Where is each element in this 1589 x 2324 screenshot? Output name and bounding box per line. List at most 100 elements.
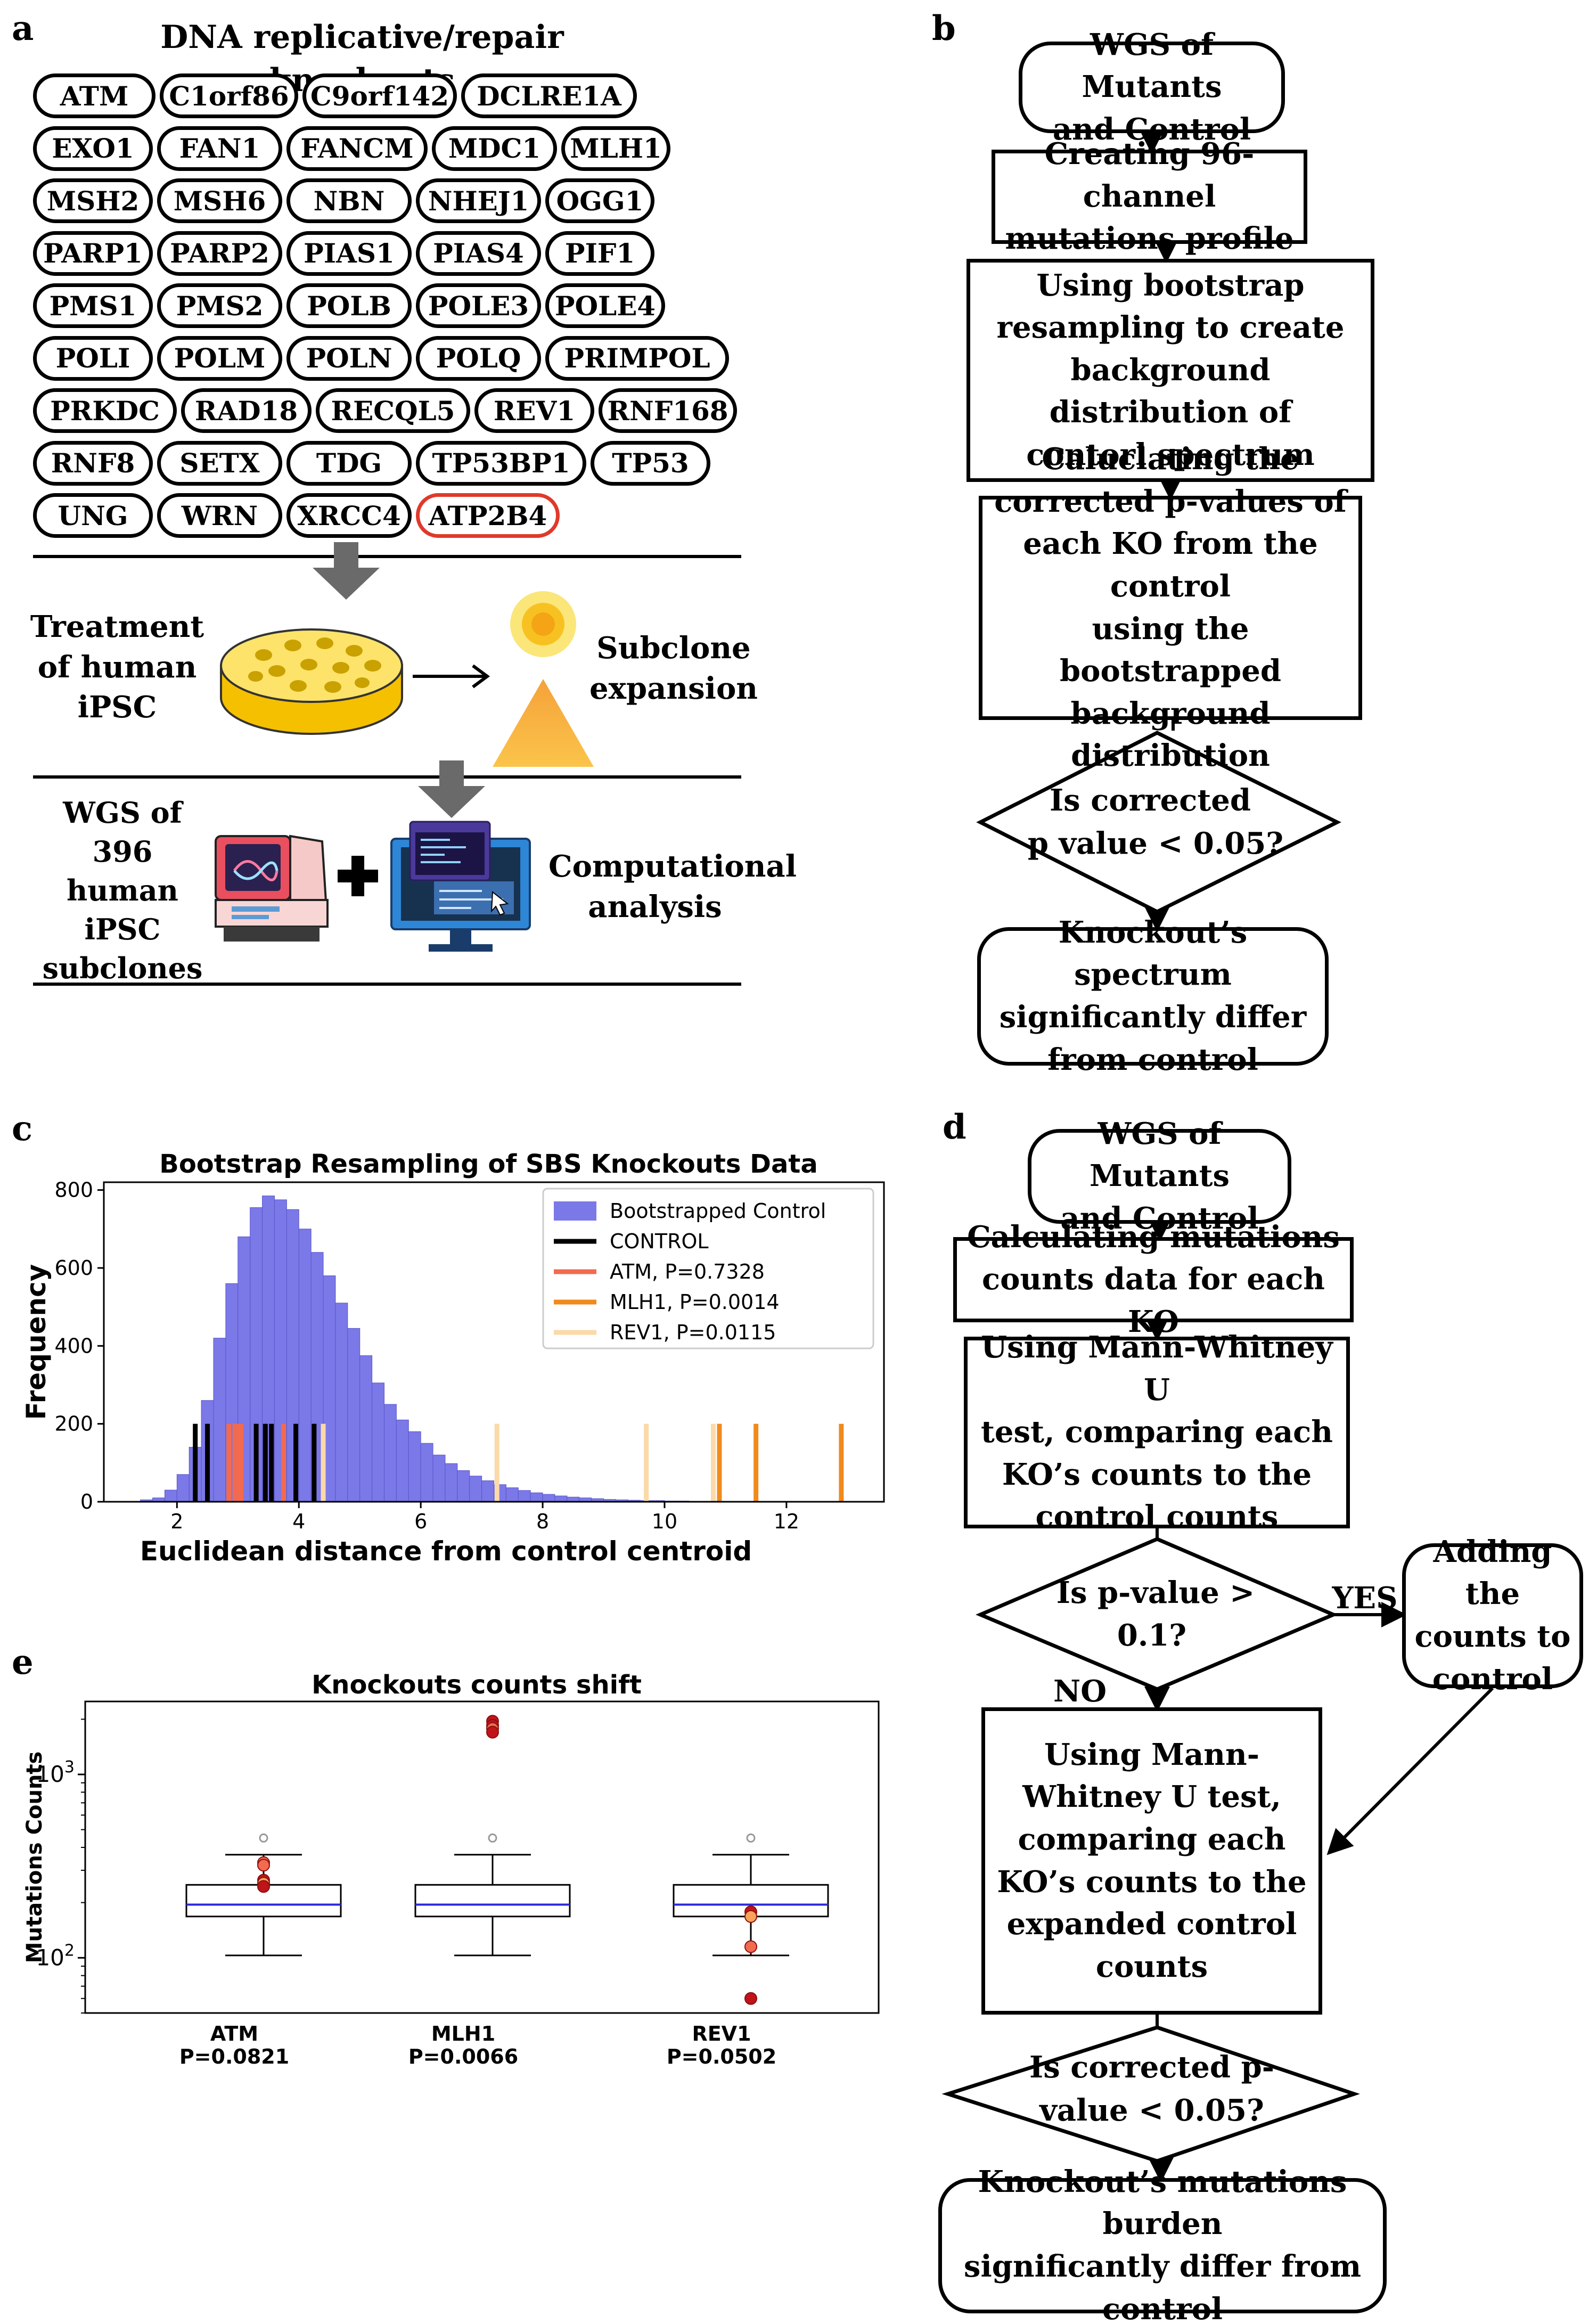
decision-text-d1-2: 0.1?: [1117, 1618, 1186, 1653]
cell-icon: [510, 591, 576, 657]
gene-chip: ATP2B4: [416, 493, 560, 538]
legend-label: Bootstrapped Control: [610, 1199, 826, 1223]
histogram-bar: [298, 1229, 312, 1502]
divider: [33, 983, 741, 986]
gene-chip: POLQ: [416, 335, 541, 381]
y-tick-label: 102: [36, 1941, 75, 1970]
gene-chip: TP53BP1: [416, 440, 586, 486]
decision-text-d2-1: Is corrected p-: [1029, 2050, 1274, 2085]
knockout-point: [744, 1940, 757, 1953]
x-tick-label: 12: [774, 1510, 799, 1533]
gene-chip: PARP1: [33, 231, 153, 276]
gene-chip: POLM: [157, 335, 282, 381]
gene-chip: POLN: [286, 335, 412, 381]
gene-chip: NHEJ1: [416, 178, 541, 223]
gene-chip: FANCM: [286, 126, 428, 171]
decision-diamond: [941, 2025, 1360, 2163]
category-label: ATM: [210, 2022, 258, 2045]
knockout-point: [744, 1910, 757, 1923]
right-arrow-icon: [413, 664, 490, 689]
flow-step-b-3: Using bootstrap resampling to create bac…: [966, 259, 1374, 482]
legend-swatch: [554, 1201, 596, 1221]
histogram-bar: [445, 1463, 458, 1502]
gene-chip: FAN1: [157, 126, 282, 171]
treatment-label: Treatment of human iPSC: [30, 609, 204, 725]
sequencer-icon: [215, 834, 329, 942]
x-tick-label: 4: [292, 1510, 305, 1533]
chart-title: Knockouts counts shift: [312, 1670, 642, 1700]
wgs-label: WGS of 396 human iPSC subclones: [42, 796, 203, 985]
histogram-bar: [396, 1419, 409, 1502]
flow-final-b: Knockout’s spectrum significantly differ…: [977, 915, 1329, 1077]
panel-b-letter: b: [932, 9, 956, 48]
category-label: REV1: [692, 2022, 751, 2045]
flow-step-b-4: Caluclating the corrected p-values of ea…: [979, 441, 1362, 773]
decision-text-d1-1: Is p-value >: [1056, 1575, 1255, 1610]
panel-e-letter: e: [12, 1642, 34, 1682]
gene-chip: MSH2: [33, 178, 153, 223]
histogram-bar: [542, 1494, 555, 1502]
knockout-point: [744, 1992, 757, 2005]
gene-chip: PRKDC: [33, 388, 177, 433]
gene-chip: POLI: [33, 335, 153, 381]
gene-chip: TP53: [591, 440, 710, 486]
yes-label: YES: [1331, 1581, 1397, 1616]
x-tick-label: 8: [536, 1510, 549, 1533]
x-tick-label: 10: [652, 1510, 677, 1533]
gene-chip: PMS1: [33, 283, 153, 328]
outlier-point: [746, 1833, 756, 1843]
panel-c-letter: c: [12, 1109, 32, 1149]
y-tick-label: 0: [80, 1490, 93, 1513]
down-arrow-icon: [313, 542, 380, 600]
knockout-point: [486, 1725, 499, 1739]
gene-chip: NBN: [286, 178, 412, 223]
histogram-bar: [164, 1490, 177, 1502]
gene-chip: PIAS4: [416, 231, 541, 276]
gene-chip: DCLRE1A: [461, 73, 637, 118]
flow-final-d: Knockout’s mutations burden significantl…: [938, 2164, 1387, 2324]
histogram-bar: [359, 1355, 373, 1502]
gene-chip: RNF168: [599, 388, 737, 433]
gene-chip: TDG: [286, 440, 412, 486]
histogram-bar: [518, 1490, 531, 1502]
decision-text-b-1: Is corrected: [1050, 783, 1251, 818]
gene-chip: MLH1: [561, 126, 670, 171]
plus-icon: [338, 856, 378, 896]
triangle-icon: [493, 679, 594, 767]
histogram-chart: Bootstrap Resampling of SBS Knockouts Da…: [0, 1129, 916, 1567]
histogram-bar: [176, 1474, 190, 1502]
y-tick-label: 600: [54, 1256, 93, 1280]
gene-chip: RNF8: [33, 440, 153, 486]
legend-box: [542, 1188, 874, 1349]
histogram-bar: [432, 1454, 446, 1502]
gene-chip: PIF1: [545, 231, 654, 276]
histogram-bar: [469, 1476, 482, 1502]
decision-text-d2-2: value < 0.05?: [1038, 2093, 1264, 2128]
divider: [33, 555, 741, 558]
y-tick-label: 400: [54, 1334, 93, 1357]
gene-chip: POLB: [286, 283, 412, 328]
gene-chip: RAD18: [181, 388, 312, 433]
histogram-bar: [335, 1303, 348, 1502]
histogram-bar: [554, 1495, 568, 1502]
computational-label: Computational analysis: [548, 849, 797, 924]
outlier-point: [259, 1833, 268, 1843]
decision-text-b-2: p value < 0.05?: [1028, 826, 1283, 861]
histogram-bar: [420, 1443, 433, 1502]
panel-d-letter: d: [943, 1107, 966, 1147]
gene-chip: PRIMPOL: [545, 335, 729, 381]
legend-label: ATM, P=0.7328: [610, 1260, 765, 1283]
gene-chip: C1orf86: [160, 73, 298, 118]
gene-chip: EXO1: [33, 126, 153, 171]
gene-chip: MSH6: [157, 178, 282, 223]
histogram-bar: [213, 1338, 226, 1502]
petri-dish-icon: [220, 628, 403, 735]
gene-chip: PMS2: [157, 283, 282, 328]
panel-a-letter: a: [12, 9, 34, 48]
x-tick-label: 2: [170, 1510, 183, 1533]
gene-chip: RECQL5: [316, 388, 470, 433]
box: [414, 1884, 571, 1918]
gene-chip: OGG1: [545, 178, 654, 223]
